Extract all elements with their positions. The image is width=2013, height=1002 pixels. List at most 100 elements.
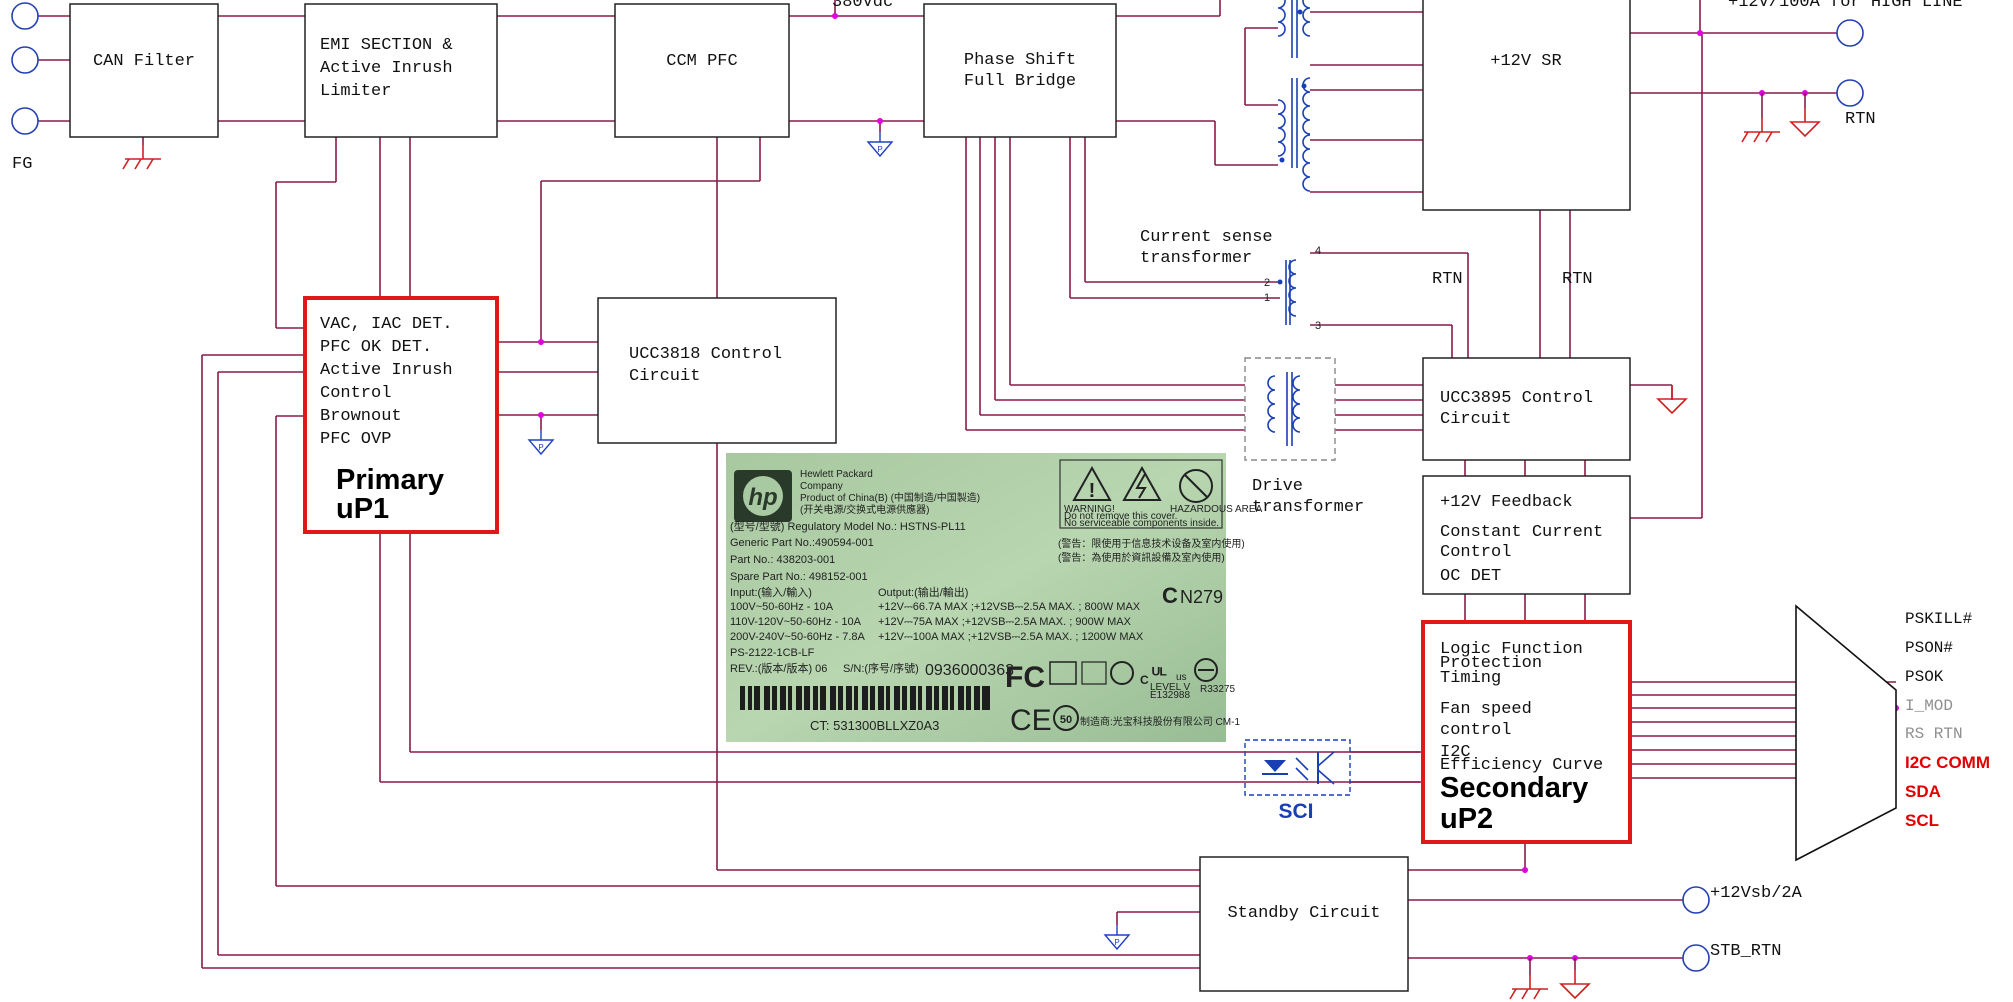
ccm-pfc-block: CCM PFC: [614, 3, 790, 138]
fcc-icon: FC: [1005, 661, 1045, 694]
vsb-label: +12Vsb/2A: [1710, 884, 1803, 903]
svg-text:WARNING!: WARNING!: [1064, 504, 1115, 515]
rtn-top-label: RTN: [1845, 110, 1876, 129]
svg-text:制造商:光宝科技股份有限公司 CM-1: 制造商:光宝科技股份有限公司 CM-1: [1080, 715, 1240, 728]
svg-text:E132988: E132988: [1150, 690, 1190, 701]
output-top-label: +12V/100A for HIGH LINE: [1728, 0, 1963, 12]
svg-text:transformer: transformer: [1252, 498, 1364, 517]
svg-text:100V~50-60Hz - 10A: 100V~50-60Hz - 10A: [730, 601, 834, 613]
svg-text:Active Inrush: Active Inrush: [320, 59, 453, 78]
svg-text:+12V Feedback: +12V Feedback: [1440, 493, 1573, 512]
svg-text:+12V⎓100A MAX ;+12VSB⎓2.5A MAX: +12V⎓100A MAX ;+12VSB⎓2.5A MAX. ; 1200W …: [878, 631, 1144, 643]
svg-text:3: 3: [1315, 320, 1321, 332]
svg-text:PFC OVP: PFC OVP: [320, 430, 391, 449]
svg-text:S/N:(序号/序號): S/N:(序号/序號): [843, 661, 919, 675]
barcode-icon: [740, 686, 990, 710]
svg-text:CT: 531300BLLXZ0A3: CT: 531300BLLXZ0A3: [810, 718, 939, 733]
svg-text:Do not remove this cover.: Do not remove this cover.: [1064, 511, 1177, 522]
svg-text:4: 4: [1315, 245, 1321, 257]
output-terminals: [1682, 19, 1864, 972]
svg-text:HAZARDOUS AREA: HAZARDOUS AREA: [1170, 504, 1263, 515]
svg-text:PS-2122-1CB-LF: PS-2122-1CB-LF: [730, 647, 815, 659]
signal-i2c-comm: I2C COMM: [1905, 753, 1990, 772]
tuv-icon: [1194, 658, 1218, 682]
svg-text:Secondary: Secondary: [1440, 772, 1588, 804]
svg-text:Active Inrush: Active Inrush: [320, 361, 453, 380]
rtn-mid-right-label: RTN: [1562, 270, 1593, 289]
svg-text:Drive: Drive: [1252, 477, 1303, 496]
svg-text:SCI: SCI: [1278, 800, 1313, 823]
misc-labels: 380Vdc +12V/100A for HIGH LINE RTN FG RT…: [12, 0, 1963, 961]
svg-text:Brownout: Brownout: [320, 407, 402, 426]
svg-text:Logic Function: Logic Function: [1440, 640, 1583, 659]
svg-text:control: control: [1440, 721, 1511, 740]
svg-text:1: 1: [1264, 292, 1270, 304]
svg-text:Part No.: 438203-001: Part No.: 438203-001: [730, 554, 835, 566]
signal-output-arrow: [1795, 604, 1897, 862]
svg-text:+12V⎓66.7A MAX ;+12VSB⎓2.5A MA: +12V⎓66.7A MAX ;+12VSB⎓2.5A MAX. ; 800W …: [878, 601, 1141, 613]
svg-text:Limiter: Limiter: [320, 82, 391, 101]
svg-text:OC DET: OC DET: [1440, 567, 1501, 586]
can-filter-block: CAN Filter: [69, 3, 219, 138]
sr-block: +12V SR: [1422, 0, 1631, 211]
safety-mark-icon: [1049, 661, 1077, 685]
svg-text:Circuit: Circuit: [629, 367, 700, 386]
svg-text:UCC3895 Control: UCC3895 Control: [1440, 389, 1593, 408]
no-tools-icon: [1179, 469, 1213, 503]
svg-text:Constant Current: Constant Current: [1440, 523, 1603, 542]
recycle-50-icon: [1053, 705, 1079, 731]
drive-transformer: Drive transformer: [1244, 357, 1364, 517]
signal-scl: SCL: [1905, 811, 1939, 830]
svg-text:Current sense: Current sense: [1140, 228, 1273, 247]
sci-optocoupler: SCI: [1244, 739, 1351, 823]
svg-text:Control: Control: [1440, 543, 1511, 562]
warning-triangle-icon: [1072, 465, 1112, 501]
stb-rtn-label: STB_RTN: [1710, 942, 1781, 961]
svg-text:Control: Control: [320, 384, 391, 403]
svg-text:Product of China(B) (中国制造/中国製: Product of China(B) (中国制造/中国製造): [800, 491, 980, 504]
svg-text:LEVEL V: LEVEL V: [1150, 682, 1191, 693]
svg-text:Standby Circuit: Standby Circuit: [1227, 904, 1380, 923]
svg-text:2: 2: [1264, 277, 1270, 289]
standby-circuit-block: Standby Circuit: [1199, 856, 1409, 992]
svg-text:Circuit: Circuit: [1440, 410, 1511, 429]
power-transformer-bottom: [1277, 77, 1311, 192]
hazard-voltage-icon: [1122, 465, 1162, 501]
svg-text:Primary: Primary: [336, 464, 444, 496]
svg-text:Company: Company: [800, 481, 843, 492]
ul-icon: ᵁᴸ: [1152, 664, 1167, 684]
signal-pson: PSON#: [1905, 639, 1953, 657]
signal-pskill: PSKILL#: [1905, 610, 1973, 628]
product-label-photo: hp Hewlett Packard Company Product of Ch…: [726, 453, 1263, 742]
svg-text:(警告：限使用于信息技术设备及室内使用): (警告：限使用于信息技术设备及室内使用): [1058, 537, 1245, 550]
svg-text:uP2: uP2: [1440, 803, 1493, 835]
svg-text:Efficiency Curve: Efficiency Curve: [1440, 756, 1603, 775]
fg-label: FG: [12, 155, 32, 174]
safety-mark2-icon: [1081, 661, 1107, 685]
svg-text:uP1: uP1: [336, 493, 389, 525]
svg-text:(型号/型號) Regulatory Model No.:: (型号/型號) Regulatory Model No.: HSTNS-PL11: [730, 519, 966, 533]
svg-text:I2C: I2C: [1440, 743, 1471, 762]
power-transformer-top: [1277, 0, 1311, 58]
svg-text:R33275: R33275: [1200, 684, 1235, 695]
svg-text:Generic Part No.:490594-001: Generic Part No.:490594-001: [730, 537, 874, 549]
signal-rs-rtn: RS RTN: [1905, 725, 1963, 743]
svg-text:0936000363: 0936000363: [925, 662, 1014, 679]
ce-icon: CE: [1010, 704, 1052, 737]
n-mark-c-icon: C: [1162, 583, 1178, 608]
secondary-up2-block: Logic Function Protection Timing Fan spe…: [1421, 620, 1632, 844]
c-mark: C: [1140, 673, 1149, 687]
svg-text:EMI SECTION &: EMI SECTION &: [320, 36, 453, 55]
svg-text:(警告：為使用於資訊設備及室內使用): (警告：為使用於資訊設備及室內使用): [1058, 551, 1225, 564]
svg-text:110V-120V~50-60Hz - 10A: 110V-120V~50-60Hz - 10A: [730, 616, 862, 628]
ucc3895-control-block: UCC3895 Control Circuit: [1422, 357, 1631, 461]
svg-text:Fan speed: Fan speed: [1440, 700, 1532, 719]
svg-text:!: !: [1089, 480, 1096, 502]
svg-text:Input:(输入/輸入): Input:(输入/輸入): [730, 585, 812, 599]
svg-text:transformer: transformer: [1140, 249, 1252, 268]
svg-text:Timing: Timing: [1440, 669, 1501, 688]
svg-text:200V-240V~50-60Hz - 7.8A: 200V-240V~50-60Hz - 7.8A: [730, 631, 866, 643]
phase-shift-full-bridge-block: Phase Shift Full Bridge: [923, 3, 1117, 138]
svg-text:Spare Part No.: 498152-001: Spare Part No.: 498152-001: [730, 571, 868, 583]
signal-i-mod: I_MOD: [1905, 697, 1953, 715]
